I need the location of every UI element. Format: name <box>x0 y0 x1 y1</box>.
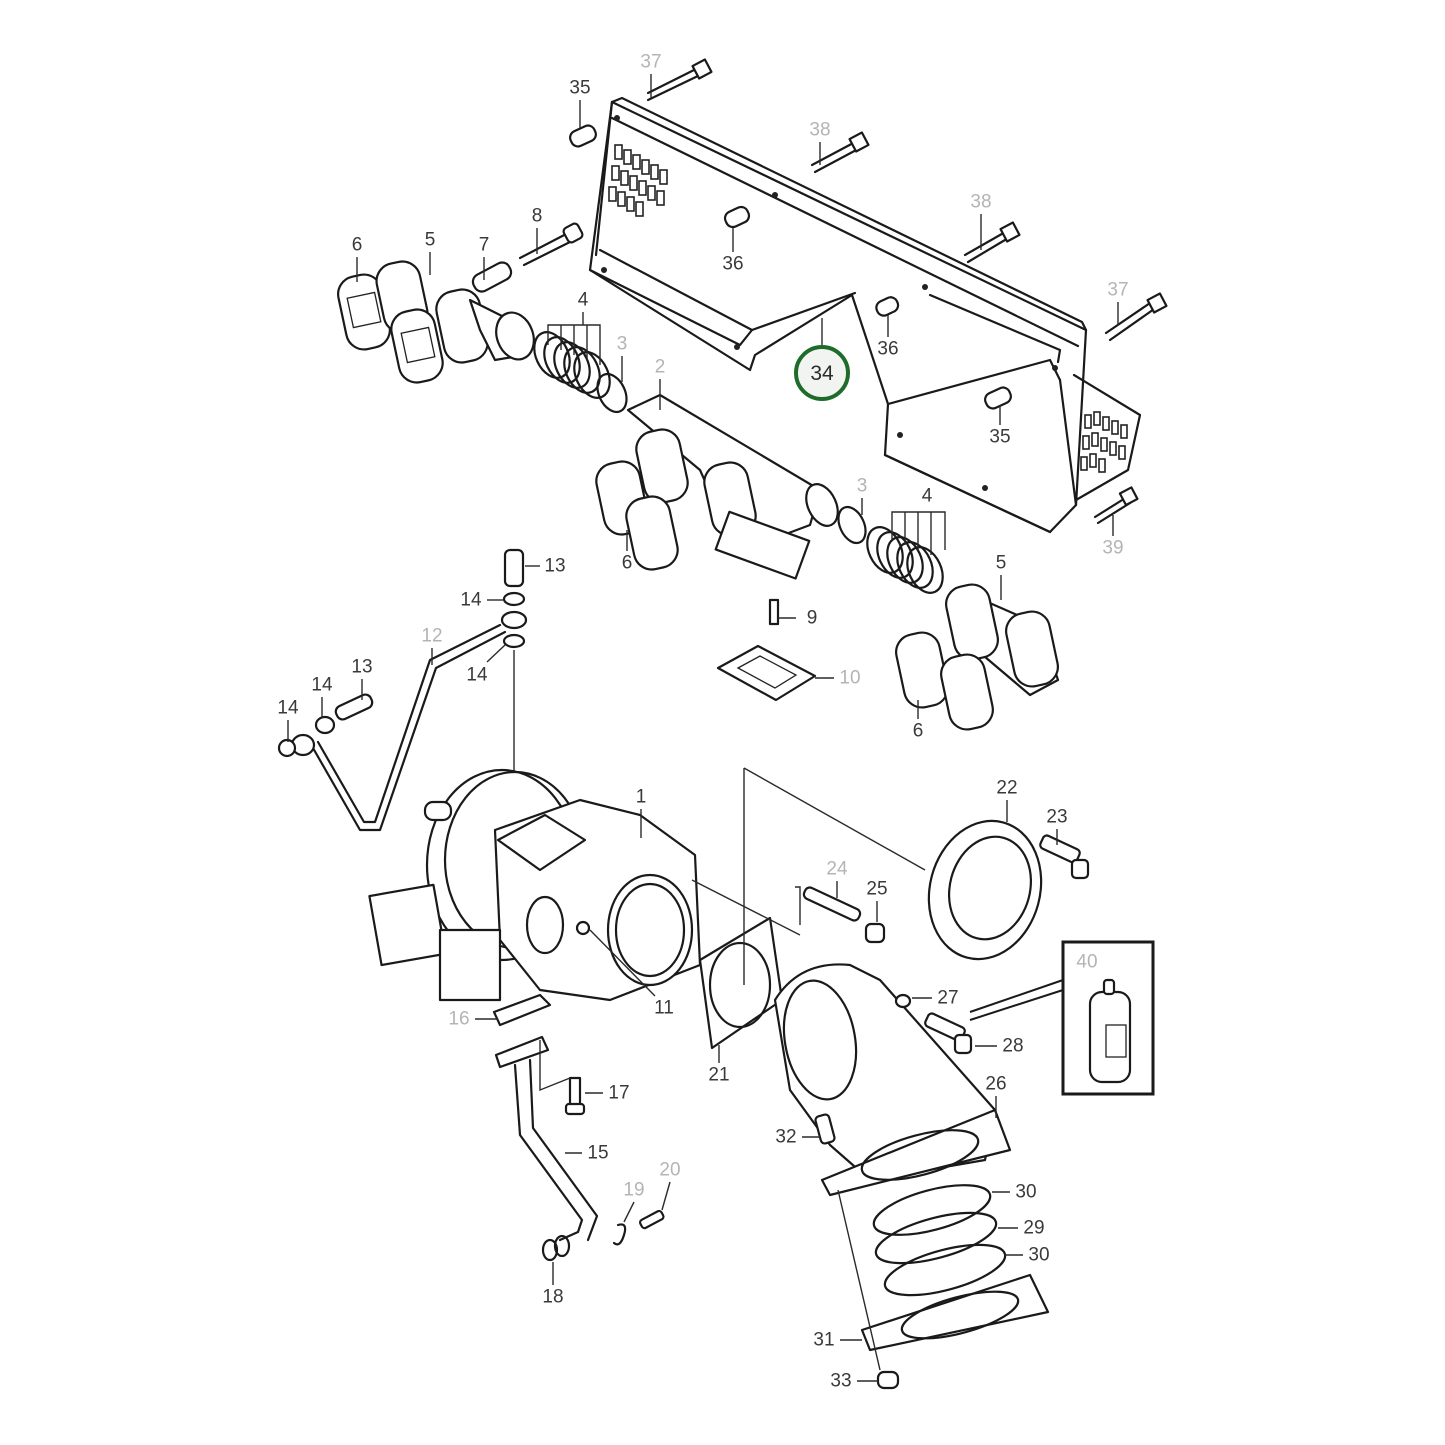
part-callout: 4 <box>921 485 933 507</box>
part-callout: 36 <box>722 253 744 275</box>
part-callout: 20 <box>659 1159 681 1181</box>
part-callout: 9 <box>806 607 818 629</box>
center-manifold-part-2 <box>595 393 867 580</box>
part-callout: 32 <box>775 1126 797 1148</box>
part-callout: 5 <box>424 229 436 251</box>
part-callout: 4 <box>577 289 589 311</box>
part-callout: 10 <box>839 667 861 689</box>
part-callout: 6 <box>621 552 633 574</box>
part-callout: 3 <box>616 333 628 355</box>
part-callout: 35 <box>989 426 1011 448</box>
part-callout: 12 <box>421 625 443 647</box>
part-callout: 36 <box>877 338 899 360</box>
part-callout: 33 <box>830 1370 852 1392</box>
exhaust-elbow-part-26 <box>773 963 1050 1390</box>
part-callout: 1 <box>635 786 647 808</box>
part-callout: 27 <box>937 987 959 1009</box>
part-callout: 13 <box>351 656 373 678</box>
part-callout: 40 <box>1076 951 1098 973</box>
part-callout: 35 <box>569 77 591 99</box>
part-callout: 22 <box>996 777 1018 799</box>
part-callout: 15 <box>587 1142 609 1164</box>
part-callout: 30 <box>1015 1181 1037 1203</box>
part-callout: 16 <box>448 1008 470 1030</box>
part-callout: 6 <box>351 234 363 256</box>
part-callout: 11 <box>654 997 674 1019</box>
part-callout: 31 <box>813 1329 835 1351</box>
sealant-inset-box <box>969 940 1155 1096</box>
highlighted-part-callout[interactable]: 34 <box>794 345 850 401</box>
part-callout: 2 <box>654 356 666 378</box>
oil-feed-pipe-part-12 <box>277 548 528 832</box>
part-callout: 37 <box>1107 279 1129 301</box>
gasket-part-10 <box>716 598 817 702</box>
part-callout: 19 <box>623 1179 645 1201</box>
part-callout: 26 <box>985 1073 1007 1095</box>
part-callout: 30 <box>1028 1244 1050 1266</box>
part-callout: 28 <box>1002 1035 1024 1057</box>
label-leaders <box>287 74 1119 1382</box>
part-callout: 8 <box>531 205 543 227</box>
part-callout: 25 <box>866 878 888 900</box>
part-callout: 24 <box>826 858 848 880</box>
oil-drain-pipe-part-15 <box>492 993 665 1262</box>
part-callout: 14 <box>466 664 488 686</box>
turbo-outlet-hardware <box>691 767 1090 1050</box>
part-callout: 14 <box>460 589 482 611</box>
part-callout: 5 <box>995 552 1007 574</box>
part-callout: 23 <box>1046 806 1068 828</box>
part-callout: 14 <box>311 674 333 696</box>
part-callout: 6 <box>912 720 924 742</box>
part-callout: 17 <box>608 1082 630 1104</box>
turbocharger-part-1 <box>368 768 702 1002</box>
heat-shield-part-34 <box>588 96 1142 534</box>
shield-fasteners <box>569 58 1168 525</box>
part-callout: 38 <box>970 191 992 213</box>
part-callout: 3 <box>856 475 868 497</box>
part-callout: 37 <box>640 51 662 73</box>
part-callout: 7 <box>478 234 490 256</box>
part-callout: 18 <box>542 1286 564 1308</box>
part-callout: 21 <box>708 1064 730 1086</box>
part-callout: 38 <box>809 119 831 141</box>
part-callout: 29 <box>1023 1217 1045 1239</box>
right-manifold-section <box>866 511 1060 731</box>
part-callout: 39 <box>1102 537 1124 559</box>
part-callout: 14 <box>277 697 299 719</box>
part-callout: 13 <box>544 555 566 577</box>
bellows-part-4-upper <box>533 324 628 414</box>
